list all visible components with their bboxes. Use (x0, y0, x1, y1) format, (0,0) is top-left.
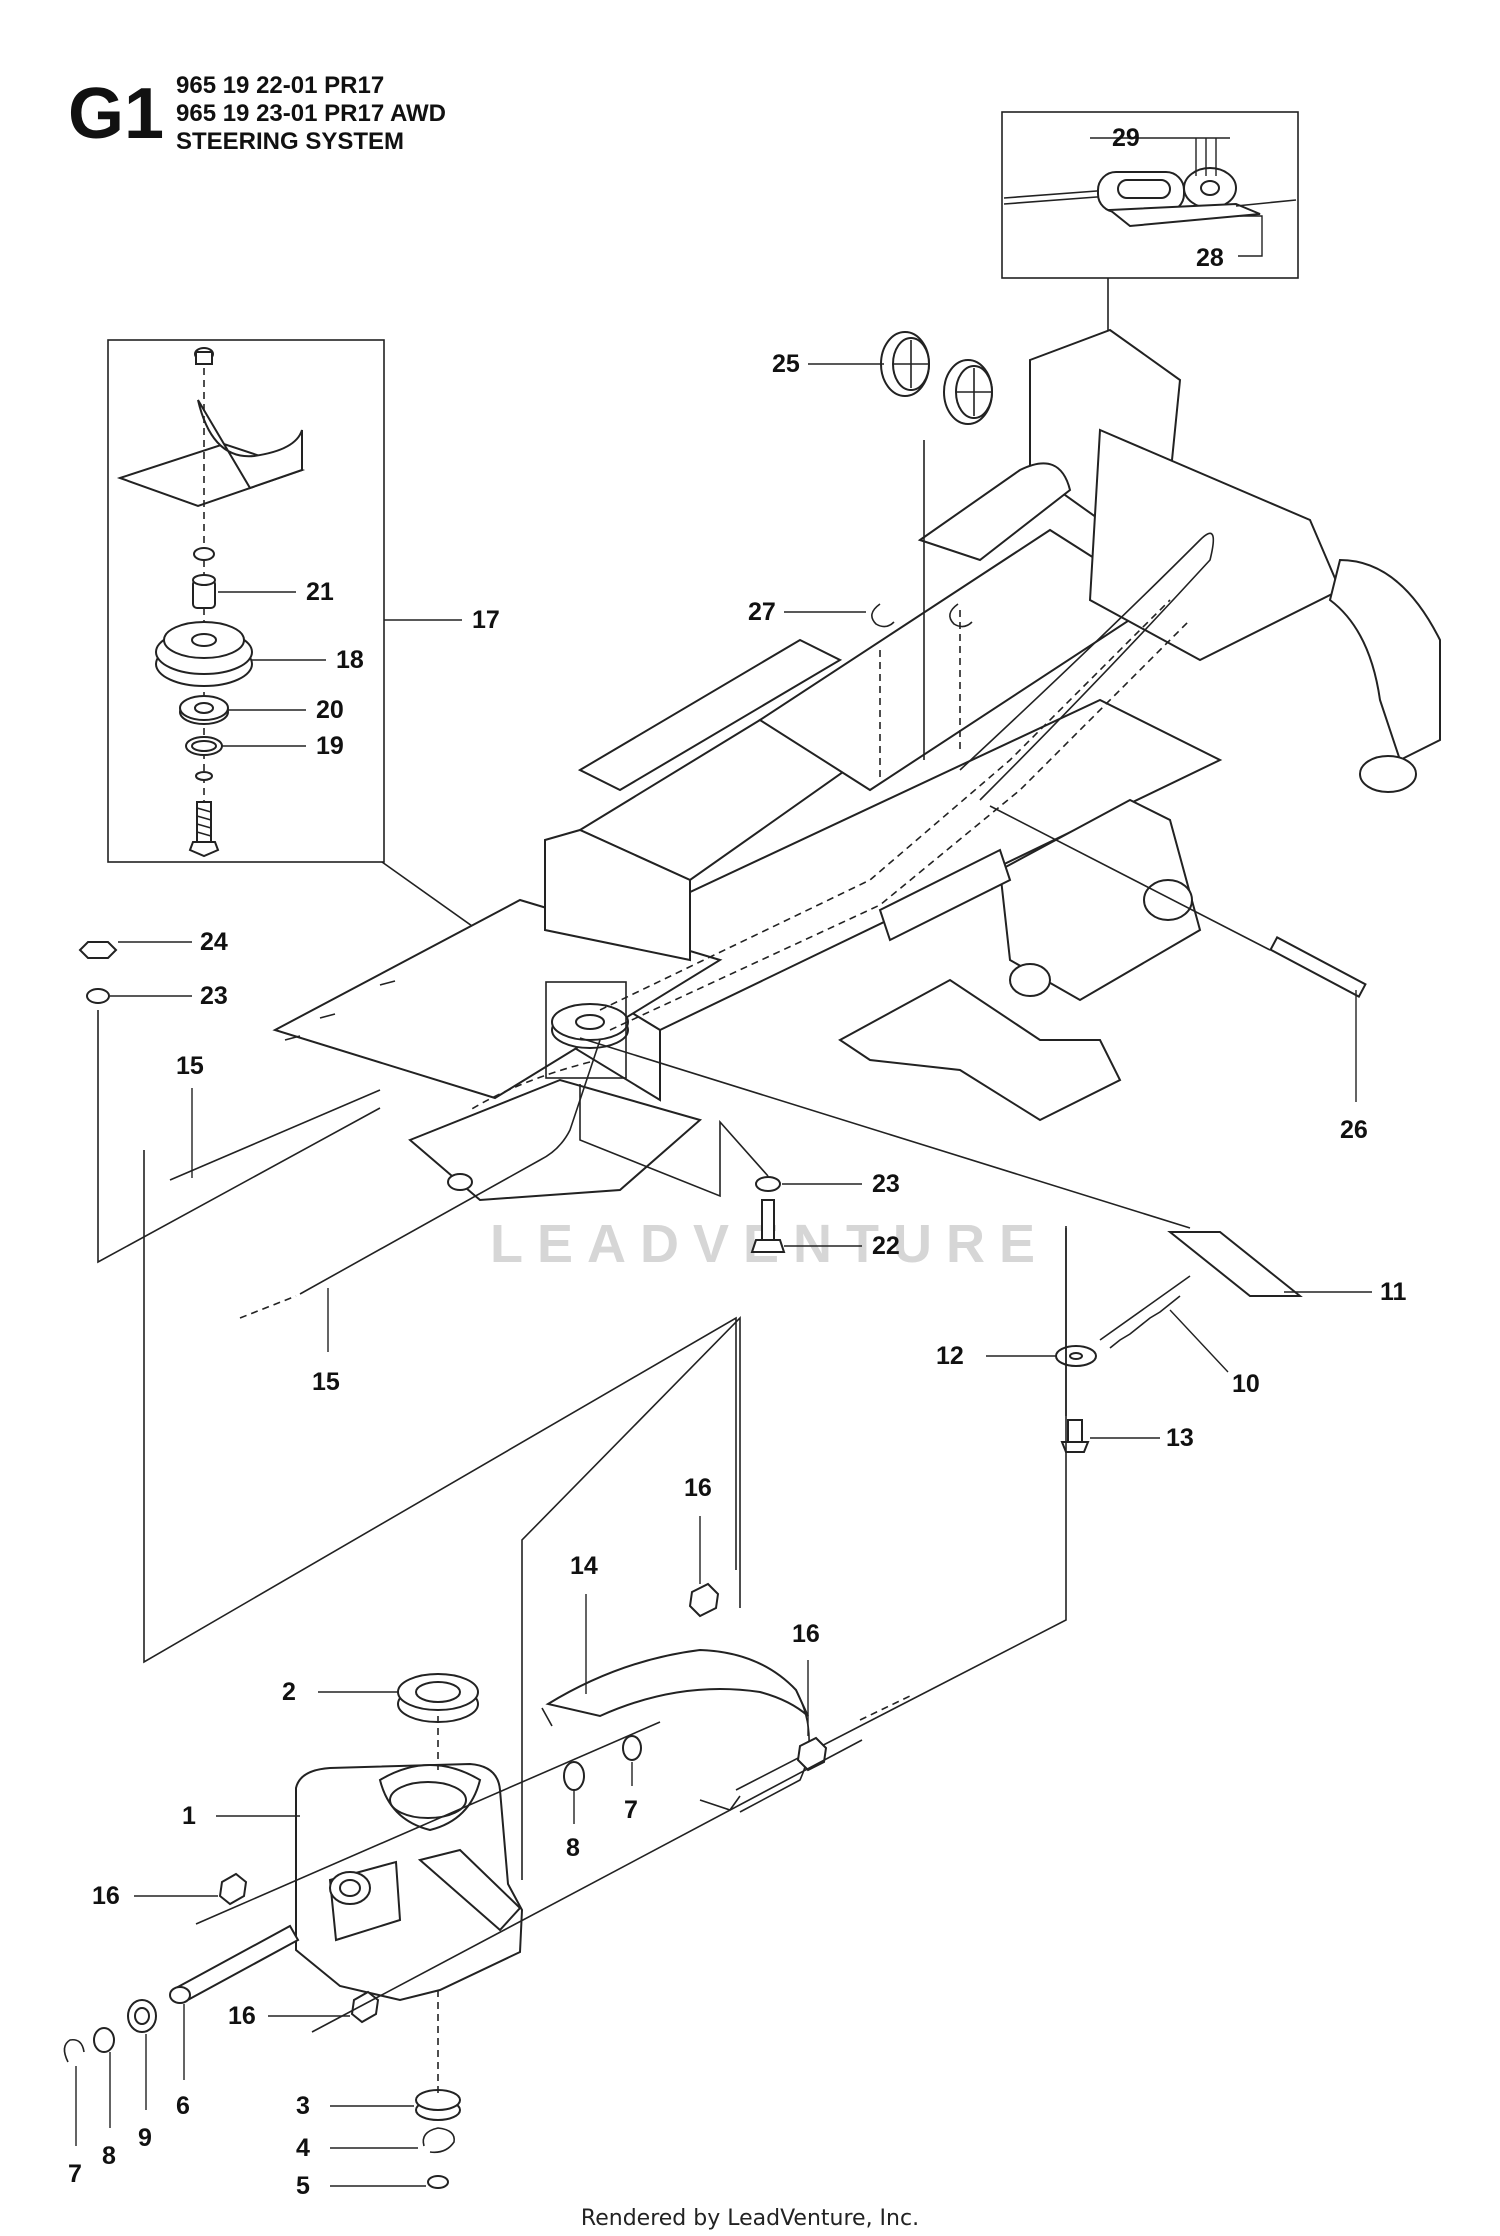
callout-19: 19 (316, 732, 344, 760)
callout-1: 1 (182, 1802, 196, 1830)
callout-23-center: 23 (872, 1170, 900, 1198)
callout-24: 24 (200, 928, 228, 956)
callout-18: 18 (336, 646, 364, 674)
callout-29: 29 (1112, 124, 1140, 152)
callout-23-left: 23 (200, 982, 228, 1010)
callout-2: 2 (282, 1678, 296, 1706)
model-line-2: 965 19 23-01 PR17 AWD (176, 100, 446, 127)
callout-7-right: 7 (624, 1796, 638, 1824)
callout-14: 14 (570, 1552, 598, 1580)
callout-6: 6 (176, 2092, 190, 2120)
model-line-1: 965 19 22-01 PR17 (176, 72, 385, 99)
callout-21: 21 (306, 578, 334, 606)
cable-clamp-detail (1001, 111, 1299, 600)
tractor-frame (169, 328, 1441, 1319)
pulley-stack-detail (107, 339, 549, 981)
callout-20: 20 (316, 696, 344, 724)
callout-27: 27 (748, 598, 776, 626)
diagram-code: G1 (68, 74, 165, 154)
callout-26: 26 (1340, 1116, 1368, 1144)
callout-15-upper: 15 (176, 1052, 204, 1080)
callout-11: 11 (1380, 1278, 1407, 1306)
callouts: 29 28 25 27 21 17 18 20 19 24 23 15 15 (68, 124, 1407, 2200)
callout-3: 3 (296, 2092, 310, 2120)
callout-13: 13 (1166, 1424, 1194, 1452)
callout-16-top: 16 (684, 1474, 712, 1502)
steering-gearbox-assembly (63, 1150, 1067, 2189)
callout-5: 5 (296, 2172, 310, 2200)
nut-washer-left (78, 941, 381, 1264)
callout-7-left: 7 (68, 2160, 82, 2188)
callout-15-lower: 15 (312, 1368, 340, 1396)
callout-28: 28 (1196, 244, 1224, 272)
callout-8-left: 8 (102, 2142, 116, 2170)
callout-17: 17 (472, 606, 500, 634)
callout-16-left: 16 (92, 1882, 120, 1910)
footer-credit: Rendered by LeadVenture, Inc. (580, 2206, 920, 2231)
bolt-center (579, 1084, 786, 1253)
callout-4: 4 (296, 2134, 310, 2162)
idler-pulleys (880, 331, 993, 760)
callout-16-right: 16 (792, 1620, 820, 1648)
callout-9: 9 (138, 2124, 152, 2152)
diagram-title: STEERING SYSTEM (176, 128, 405, 155)
callout-25: 25 (772, 350, 800, 378)
callout-10: 10 (1232, 1370, 1260, 1398)
callout-8-right: 8 (566, 1834, 580, 1862)
callout-22: 22 (872, 1232, 900, 1260)
callout-16-bottom: 16 (228, 2002, 256, 2030)
callout-12: 12 (936, 1342, 964, 1370)
e-clips (871, 603, 973, 628)
